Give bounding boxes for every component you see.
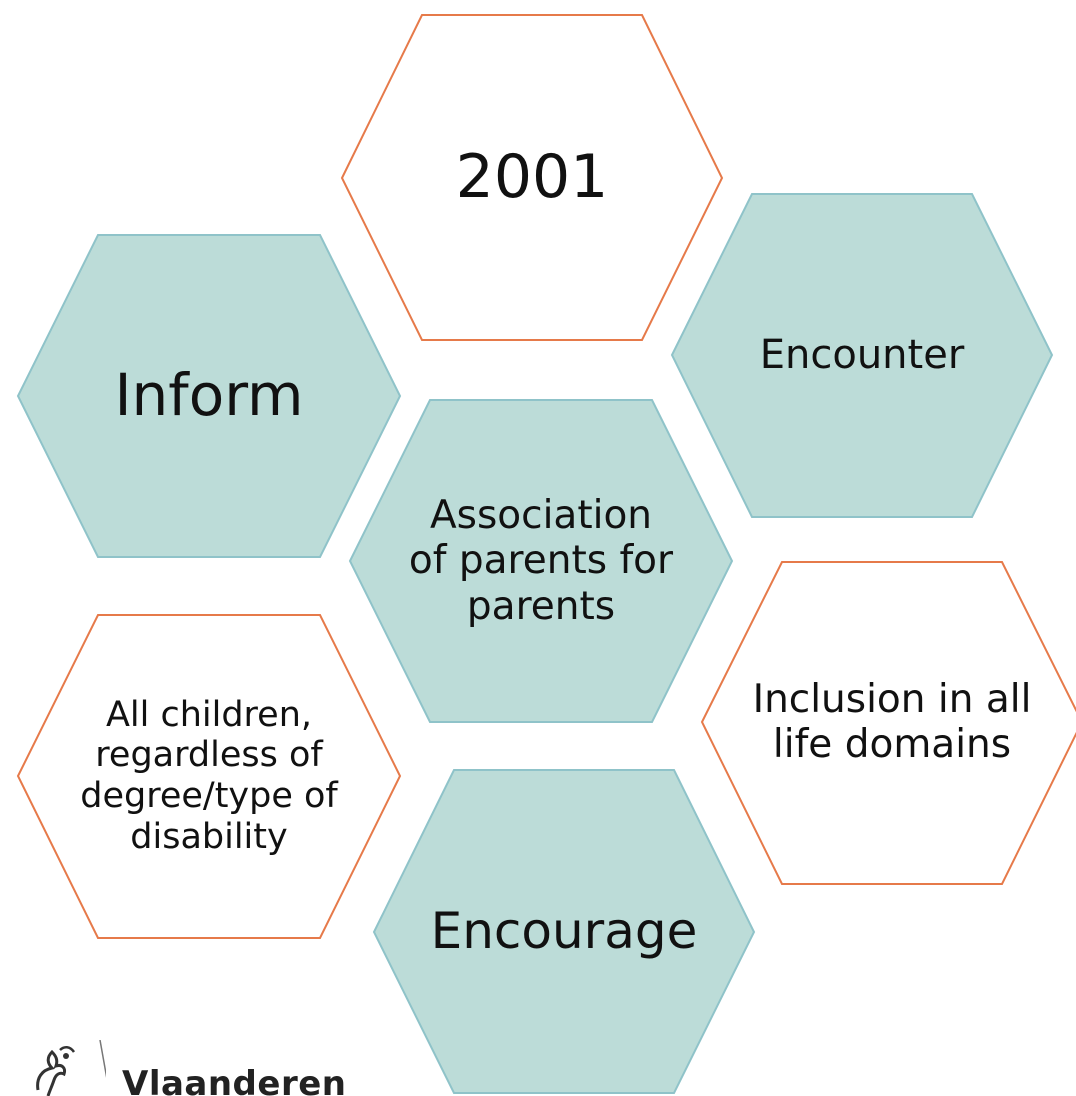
logo-wordmark: Vlaanderen: [122, 1064, 347, 1096]
hexagon-all-children: [16, 614, 402, 939]
label-all-children: All children, regardless of degree/type …: [80, 694, 338, 857]
label-inform: Inform: [114, 361, 304, 430]
hexagon-encourage: [372, 769, 756, 1094]
label-encounter: Encounter: [759, 331, 965, 378]
label-inclusion: Inclusion in all life domains: [752, 676, 1032, 767]
hexagon-inclusion: [700, 561, 1076, 885]
label-encourage: Encourage: [430, 902, 698, 960]
label-year: 2001: [455, 142, 609, 213]
hexagon-inform: [16, 234, 402, 558]
lion-icon: [36, 1040, 106, 1096]
hexagon-year: [340, 14, 724, 341]
vlaanderen-logo: Vlaanderen: [26, 1040, 356, 1096]
label-center: Association of parents for parents: [408, 493, 674, 629]
hexagon-encounter: [670, 193, 1054, 518]
hexagon-center: [348, 399, 734, 723]
